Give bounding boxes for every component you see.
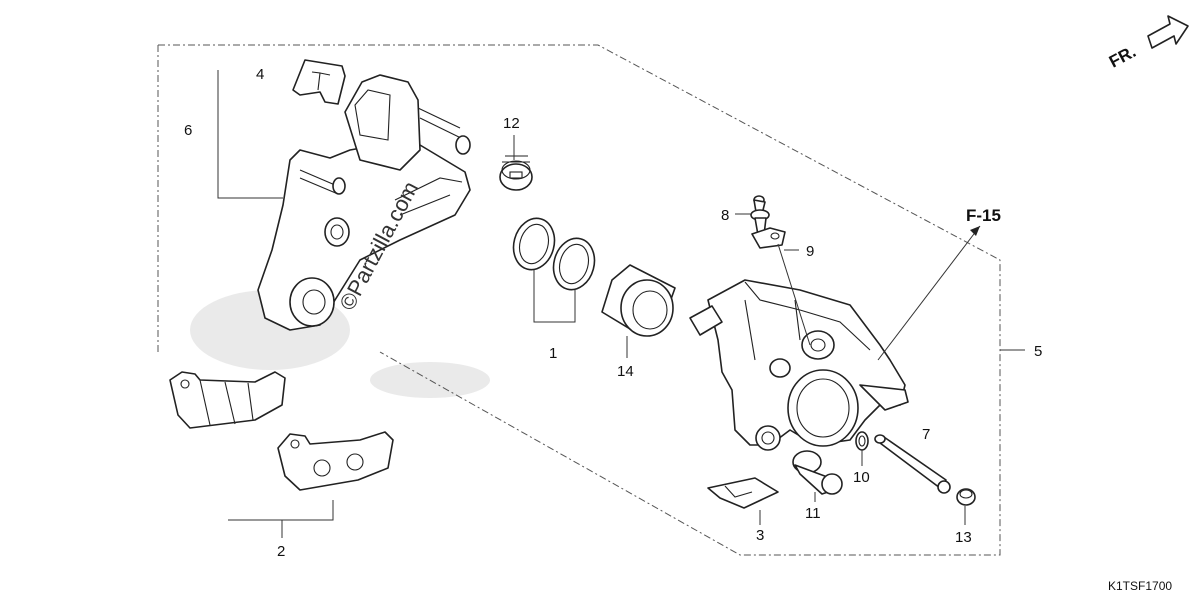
cap-plug[interactable] [499, 155, 533, 191]
bleeder-cap[interactable] [751, 227, 786, 249]
slide-pin[interactable] [874, 434, 951, 494]
callout-3: 3 [756, 527, 764, 544]
pad-retainer[interactable] [707, 477, 779, 509]
caliper-body[interactable] [689, 279, 909, 451]
bleeder-valve[interactable] [750, 195, 770, 236]
callout-1: 1 [549, 345, 557, 362]
callout-14: 14 [617, 363, 634, 380]
front-direction-arrow [1147, 15, 1189, 49]
callout-5: 5 [1034, 343, 1042, 360]
callout-11: 11 [805, 505, 821, 522]
callout-4: 4 [256, 66, 264, 83]
callout-9: 9 [806, 243, 814, 260]
callout-12: 12 [503, 115, 520, 132]
callout-6: 6 [184, 122, 192, 139]
o-ring[interactable] [855, 431, 869, 451]
figure-code: K1TSF1700 [1108, 579, 1172, 593]
assembly-outline [157, 44, 1001, 556]
mounting-bolt[interactable] [956, 488, 976, 506]
callout-2: 2 [277, 543, 285, 560]
callout-10: 10 [853, 469, 870, 486]
pin-boot[interactable] [792, 450, 843, 495]
callout-8: 8 [721, 207, 729, 224]
callout-7: 7 [922, 426, 930, 443]
leader-lines [217, 70, 1025, 538]
brake-pad-set[interactable] [169, 371, 394, 491]
pad-spring-clip[interactable] [292, 59, 346, 105]
caliper-bracket[interactable] [257, 74, 471, 331]
caliper-piston[interactable] [601, 264, 676, 337]
reference-label: F-15 [966, 206, 1001, 225]
direction-label: FR. [1106, 42, 1139, 72]
piston-seal-set[interactable] [508, 214, 600, 295]
callout-13: 13 [955, 529, 972, 546]
